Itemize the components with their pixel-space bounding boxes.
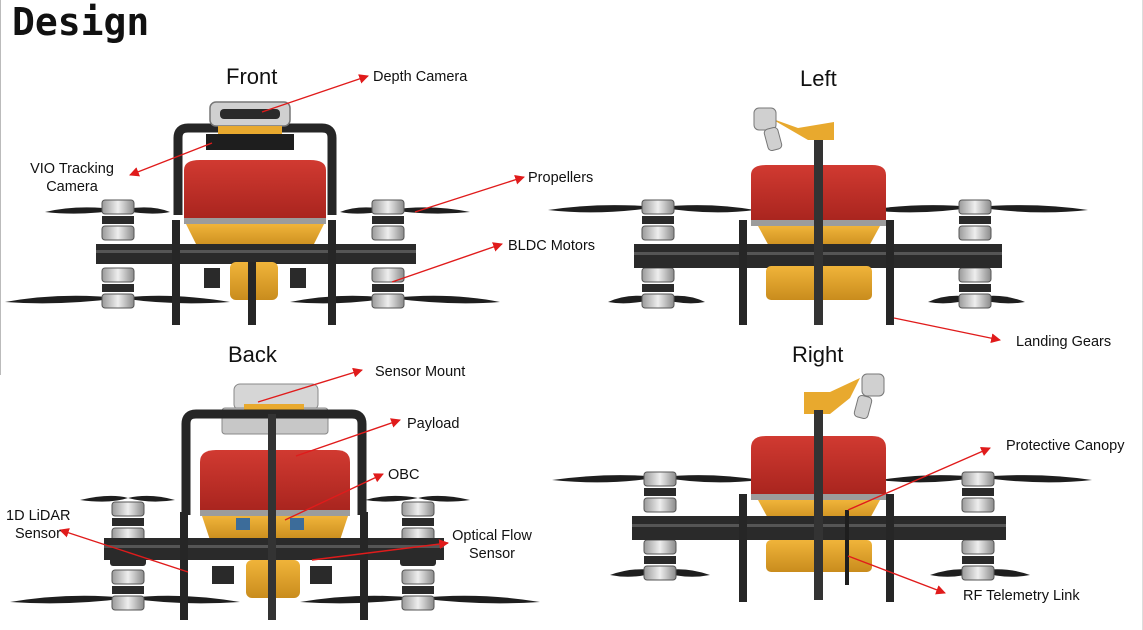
callout-sensor-mount: Sensor Mount	[375, 364, 466, 380]
callout-bldc-motors: BLDC Motors	[508, 238, 596, 254]
view-label-left: Left	[800, 66, 837, 91]
callout-depth-camera: Depth Camera	[373, 69, 468, 85]
callout-propellers: Propellers	[528, 170, 594, 186]
callout-vio-line1: VIO Tracking	[30, 161, 114, 177]
callout-vio-line2: Camera	[46, 179, 98, 195]
view-label-front: Front	[226, 64, 278, 89]
callout-optical-line2: Sensor	[469, 546, 515, 562]
right-view-drone	[552, 373, 1092, 602]
view-label-right: Right	[792, 342, 844, 367]
callout-rf-telemetry-link: RF Telemetry Link	[963, 588, 1080, 604]
left-view-drone	[548, 107, 1088, 325]
callout-lidar-line2: Sensor	[15, 526, 61, 542]
callout-obc: OBC	[388, 467, 420, 483]
callout-arrows	[59, 74, 1001, 595]
callout-1d-lidar-sensor: 1D LiDAR Sensor	[6, 507, 70, 543]
page-title: Design	[12, 0, 150, 44]
callout-protective-canopy: Protective Canopy	[1006, 438, 1125, 454]
back-view-drone	[10, 383, 540, 620]
callout-optical-line1: Optical Flow	[452, 528, 532, 544]
callout-vio-tracking-camera: VIO Tracking Camera	[26, 160, 118, 196]
callout-payload: Payload	[407, 416, 460, 432]
callout-landing-gears: Landing Gears	[1016, 334, 1112, 350]
front-view-drone	[5, 101, 500, 325]
view-label-back: Back	[228, 342, 277, 367]
callout-optical-flow-sensor: Optical Flow Sensor	[446, 527, 538, 563]
callout-lidar-line1: 1D LiDAR	[6, 508, 71, 524]
